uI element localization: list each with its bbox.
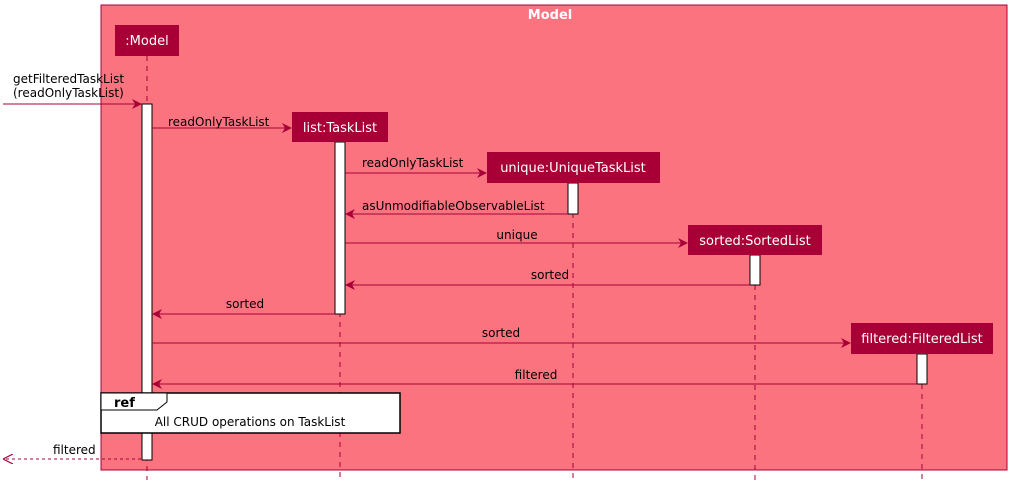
participant-list: list:TaskList [292,112,388,142]
message-label: unique [496,228,537,242]
message-label: readOnlyTaskList [362,156,464,170]
message-label: sorted [482,326,520,340]
message-label: filtered [53,443,96,457]
participant-label: unique:UniqueTaskList [500,161,646,176]
model-boundary-title: Model [528,8,572,23]
message-label: getFilteredTaskList [13,72,124,86]
message-get-filtered-task-list: getFilteredTaskList (readOnlyTaskList) [3,72,142,109]
participant-filtered: filtered:FilteredList [851,323,993,354]
participant-box [487,152,660,183]
participant-label: filtered:FilteredList [861,332,982,347]
participant-box [292,112,388,142]
participant-box [688,225,822,255]
message-filtered-to-model: filtered [152,368,917,389]
participant-box [851,323,993,354]
participant-label: list:TaskList [303,121,377,136]
message-filtered-return: filtered [4,443,141,459]
activation-unique [567,182,579,215]
ref-frame-tag [100,392,168,411]
message-label: sorted [531,268,569,282]
participant-model: :Model [115,25,179,56]
message-as-unmodifiable: asUnmodifiableObservableList [345,199,568,219]
message-sorted-to-list: sorted [345,268,750,290]
ref-frame: ref All CRUD operations on TaskList [100,392,401,434]
message-create-filtered: sorted [152,326,851,348]
participant-label: :Model [125,34,168,49]
message-create-list: readOnlyTaskList [152,115,292,133]
participant-box [115,25,179,56]
message-create-unique: readOnlyTaskList [345,156,487,178]
activation-filtered [916,353,928,385]
message-sorted-to-model: sorted [152,297,335,319]
message-label: sorted [226,297,264,311]
participant-label: sorted:SortedList [699,234,810,249]
message-label: (readOnlyTaskList) [13,86,124,100]
activation-model [141,103,153,461]
participant-unique: unique:UniqueTaskList [487,152,660,183]
message-label: filtered [515,368,558,382]
message-create-sorted: unique [345,228,688,248]
activation-bars [141,103,928,461]
ref-frame-tag-label: ref [114,396,135,411]
ref-frame-text: All CRUD operations on TaskList [155,415,346,429]
activation-list [334,141,346,315]
message-label: readOnlyTaskList [168,115,270,129]
message-label: asUnmodifiableObservableList [362,199,545,213]
activation-sorted [749,254,761,286]
participant-sorted: sorted:SortedList [688,225,822,255]
